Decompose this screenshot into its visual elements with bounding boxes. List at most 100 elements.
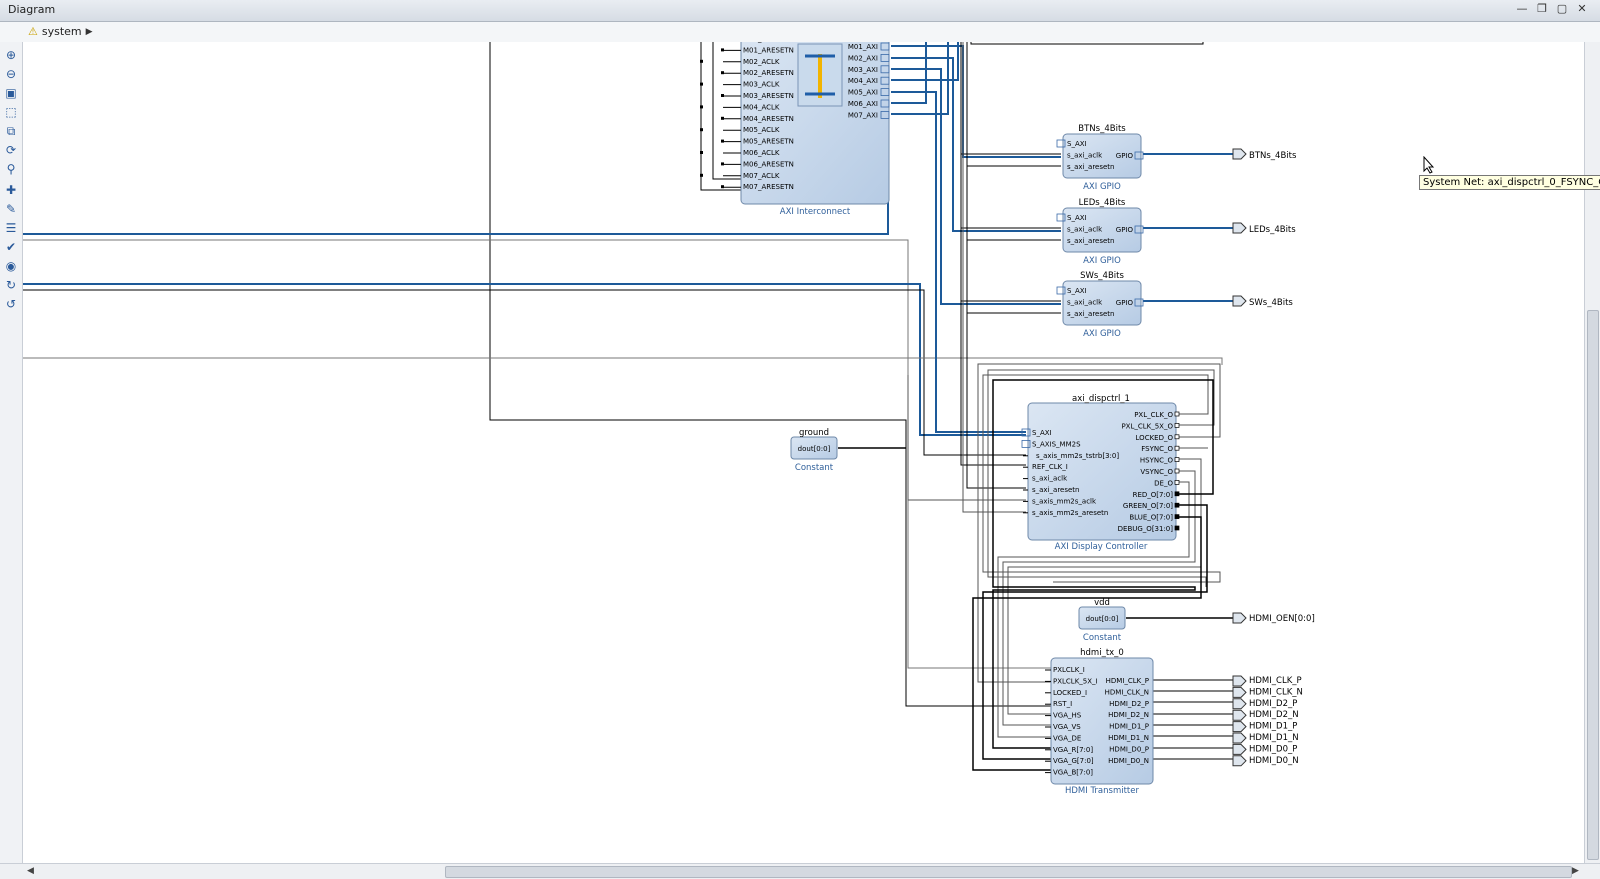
net-junction (700, 59, 703, 63)
nets (23, 42, 1235, 771)
zoom-in-icon[interactable]: ⊕ (5, 48, 17, 62)
hdmi-external-ports: HDMI_CLK_PHDMI_CLK_NHDMI_D2_PHDMI_D2_NHD… (1232, 675, 1303, 767)
external-port-icon (1232, 743, 1247, 755)
dispctrl-port-label: PXL_CLK_O (1134, 411, 1173, 419)
dispctrl-right-ports: PXL_CLK_OPXL_CLK_5X_OLOCKED_OFSYNC_OHSYN… (1118, 411, 1180, 533)
horizontal-scrollbar[interactable]: ◀ ▶ (0, 863, 1600, 879)
vdd-constant-block[interactable]: vdd dout[0:0] Constant HDMI_OEN[0:0] (1078, 598, 1315, 643)
fit-selection-icon[interactable]: ⧉ (6, 124, 16, 138)
breadcrumb-label[interactable]: system (41, 25, 82, 38)
scroll-right-icon[interactable]: ▶ (1572, 866, 1579, 876)
gpio-out-port-label: GPIO (1116, 226, 1134, 234)
hierarchy-icon[interactable]: ↺ (5, 297, 17, 311)
warning-icon: ⚠ (28, 25, 38, 38)
signal-pin (1174, 411, 1180, 417)
interconnect-port-label: M07_ACLK (743, 172, 780, 180)
dispctrl-port-label: s_axis_mm2s_tstrb[3:0] (1036, 452, 1119, 460)
interconnect-port-label: M07_ARESETN (743, 183, 794, 191)
hdmi-oen-port-label: HDMI_OEN[0:0] (1249, 614, 1315, 624)
interconnect-port-label: M06_ACLK (743, 149, 780, 157)
zoom-fit-icon[interactable]: ▣ (5, 86, 17, 100)
hdmi-port-label: HDMI_D2_P (1109, 700, 1149, 708)
interface-pin-icon (880, 65, 890, 74)
add-ip-icon[interactable]: ✚ (5, 183, 17, 197)
dispctrl-port-label: GREEN_O[7:0] (1123, 502, 1173, 510)
external-port-icon (1232, 148, 1247, 160)
hdmi-port-label: HDMI_D1_P (1109, 723, 1149, 731)
hdmi-port-label: VGA_HS (1053, 712, 1082, 720)
breadcrumb[interactable]: ⚠ system ▶ (28, 25, 93, 38)
vertical-scrollbar[interactable] (1584, 42, 1600, 864)
restore-icon[interactable]: ❐ (1537, 2, 1547, 15)
gpio-external-port-label: SWs_4Bits (1249, 298, 1293, 308)
validate-design-icon[interactable]: ✔ (5, 240, 17, 254)
refresh-icon[interactable]: ↻ (5, 278, 17, 292)
window-controls: — ❐ ▢ ✕ (1516, 2, 1588, 15)
hdmi-port-label: LOCKED_I (1053, 689, 1087, 697)
vdd-name: vdd (1094, 598, 1110, 608)
gpio-port-label: s_axi_aclk (1067, 152, 1103, 160)
signal-pin (1174, 445, 1180, 451)
hdmi-external-port-label: HDMI_D1_N (1249, 733, 1299, 743)
interconnect-port-label: M03_ACLK (743, 81, 780, 89)
axi-interconnect-block[interactable]: AXI Interconnect M01_ACLKM01_ARESETNM02_… (700, 42, 890, 217)
dispctrl-port-label: LOCKED_O (1136, 434, 1174, 442)
pin-icon[interactable]: ✎ (5, 202, 17, 216)
chevron-right-icon[interactable]: ▶ (85, 26, 93, 37)
vertical-scroll-thumb[interactable] (1587, 310, 1599, 860)
interconnect-port-label: M02_ARESETN (743, 69, 794, 77)
dispctrl-port-label: s_axis_mm2s_aclk (1032, 497, 1097, 505)
interconnect-left-ports: M01_ACLKM01_ARESETNM02_ACLKM02_ARESETNM0… (700, 42, 794, 191)
horizontal-scroll-thumb[interactable] (445, 866, 1572, 878)
dispctrl-port-label: RED_O[7:0] (1133, 491, 1174, 499)
select-area-icon[interactable]: ⬚ (5, 105, 17, 119)
hdmi-tx-block[interactable]: hdmi_tx_0 HDMI Transmitter PXLCLK_IPXLCL… (1045, 648, 1303, 796)
block-diagram: AXI Interconnect M01_ACLKM01_ARESETNM02_… (23, 42, 1315, 796)
external-port-icon (1232, 698, 1247, 710)
gpio-external-port-label: LEDs_4Bits (1249, 225, 1296, 235)
signal-pin (1174, 457, 1180, 462)
net-junction (721, 185, 724, 189)
interface-pin-icon (1134, 151, 1144, 160)
net-junction (700, 82, 703, 86)
hdmi-port-label: VGA_G[7:0] (1053, 757, 1094, 765)
net-junction (721, 94, 724, 97)
interconnect-port-label: M01_ARESETN (743, 46, 794, 54)
hdmi-right-ports: HDMI_CLK_PHDMI_CLK_NHDMI_D2_PHDMI_D2_NHD… (1105, 677, 1149, 765)
net-junction (700, 151, 703, 154)
zoom-out-icon[interactable]: ⊖ (5, 67, 17, 81)
net-junction (721, 139, 724, 143)
interconnect-port-label: M06_ARESETN (743, 160, 794, 168)
run-connection-icon[interactable]: ◉ (5, 259, 17, 273)
ground-subtitle: Constant (795, 463, 834, 473)
net-junction (721, 71, 724, 75)
minimize-icon[interactable]: — (1516, 2, 1528, 15)
hdmi-external-port-label: HDMI_CLK_P (1249, 676, 1302, 686)
dispctrl-port-label: s_axi_aresetn (1032, 486, 1079, 494)
diagram-canvas[interactable]: AXI Interconnect M01_ACLKM01_ARESETNM02_… (23, 42, 1584, 864)
interconnect-port-label: M07_AXI (848, 111, 878, 119)
vdd-subtitle: Constant (1083, 633, 1122, 643)
close-icon[interactable]: ✕ (1577, 2, 1587, 15)
signal-pin (1174, 525, 1180, 531)
search-icon[interactable]: ⚲ (6, 162, 16, 176)
hdmi-port-label: HDMI_D2_N (1108, 711, 1149, 719)
net-junction (721, 48, 724, 52)
mouse-cursor-icon (1423, 155, 1435, 178)
interconnect-port-label: M05_AXI (848, 89, 878, 97)
dispctrl-port-label: PXL_CLK_5X_O (1121, 422, 1173, 430)
auto-connect-icon[interactable]: ⟳ (5, 143, 17, 157)
signal-pin (1174, 502, 1180, 508)
hdmi-port-label: HDMI_D0_N (1108, 757, 1149, 765)
scroll-left-icon[interactable]: ◀ (27, 866, 34, 876)
dispctrl-port-label: DE_O (1154, 479, 1173, 487)
ground-constant-block[interactable]: ground dout[0:0] Constant (790, 428, 838, 473)
regenerate-layout-icon[interactable]: ☰ (5, 221, 17, 235)
axi-dispctrl-block[interactable]: axi_dispctrl_1 AXI Display Controller S_… (1021, 394, 1180, 552)
interface-pin-icon (1021, 439, 1031, 448)
hdmi-left-ports: PXLCLK_IPXLCLK_5X_ILOCKED_IRST_IVGA_HSVG… (1045, 666, 1098, 777)
maximize-icon[interactable]: ▢ (1556, 2, 1568, 15)
